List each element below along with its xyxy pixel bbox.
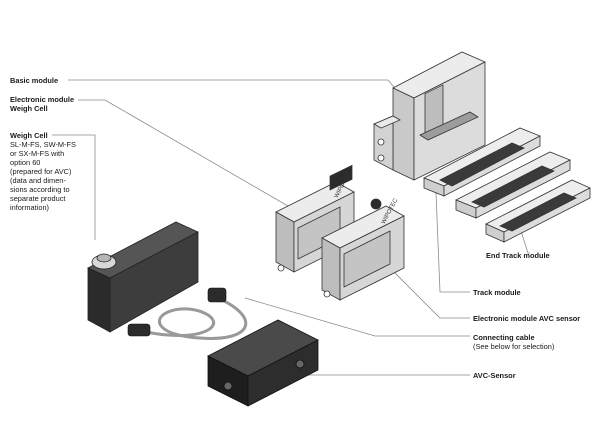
electronic-module-weigh-cell-illustration bbox=[275, 164, 355, 273]
weigh-cell-desc-line: (data and dimen- bbox=[10, 176, 66, 185]
label-basic-module: Basic module bbox=[10, 76, 59, 85]
connecting-cable-illustration bbox=[127, 287, 248, 340]
weigh-cell-desc-line: SL-M-FS, SW-M-FS bbox=[10, 140, 76, 149]
label-weigh-cell: Weigh Cell bbox=[10, 131, 48, 140]
weigh-cell-desc-line: sions according to bbox=[10, 185, 70, 194]
label-electronic-module-weigh-cell-2: Weigh Cell bbox=[10, 104, 48, 113]
leader-weigh-cell-module bbox=[78, 99, 301, 214]
label-track-module: Track module bbox=[473, 288, 521, 297]
label-connecting-cable: Connecting cable bbox=[473, 333, 535, 342]
weigh-cell-desc-line: (prepared for AVC) bbox=[10, 167, 72, 176]
weigh-cell-desc-line: separate product bbox=[10, 194, 66, 203]
label-electronic-module-avc-sensor: Electronic module AVC sensor bbox=[473, 314, 581, 323]
leader-weigh-cell bbox=[52, 134, 96, 240]
track-module-illustration bbox=[423, 127, 591, 243]
weigh-cell-desc-line: or SX-M-FS with bbox=[10, 149, 65, 158]
label-avc-sensor: AVC-Sensor bbox=[473, 371, 516, 380]
leader-end-track bbox=[519, 227, 530, 254]
leader-basic-module bbox=[68, 79, 406, 101]
leader-cable bbox=[244, 297, 470, 337]
weigh-cell-desc-line: information) bbox=[10, 203, 50, 212]
basic-module-illustration bbox=[373, 51, 486, 181]
leader-track bbox=[435, 192, 470, 293]
avc-sensor-illustration bbox=[207, 319, 319, 407]
label-electronic-module-weigh-cell-1: Electronic module bbox=[10, 95, 75, 104]
leader-avc-module bbox=[379, 257, 470, 319]
label-end-track-module: End Track module bbox=[486, 251, 550, 260]
weigh-cell-desc-line: option 60 bbox=[10, 158, 41, 167]
weigh-cell-illustration bbox=[87, 221, 199, 333]
electronic-module-avc-illustration bbox=[321, 198, 405, 301]
label-connecting-cable-note: (See below for selection) bbox=[473, 342, 555, 351]
